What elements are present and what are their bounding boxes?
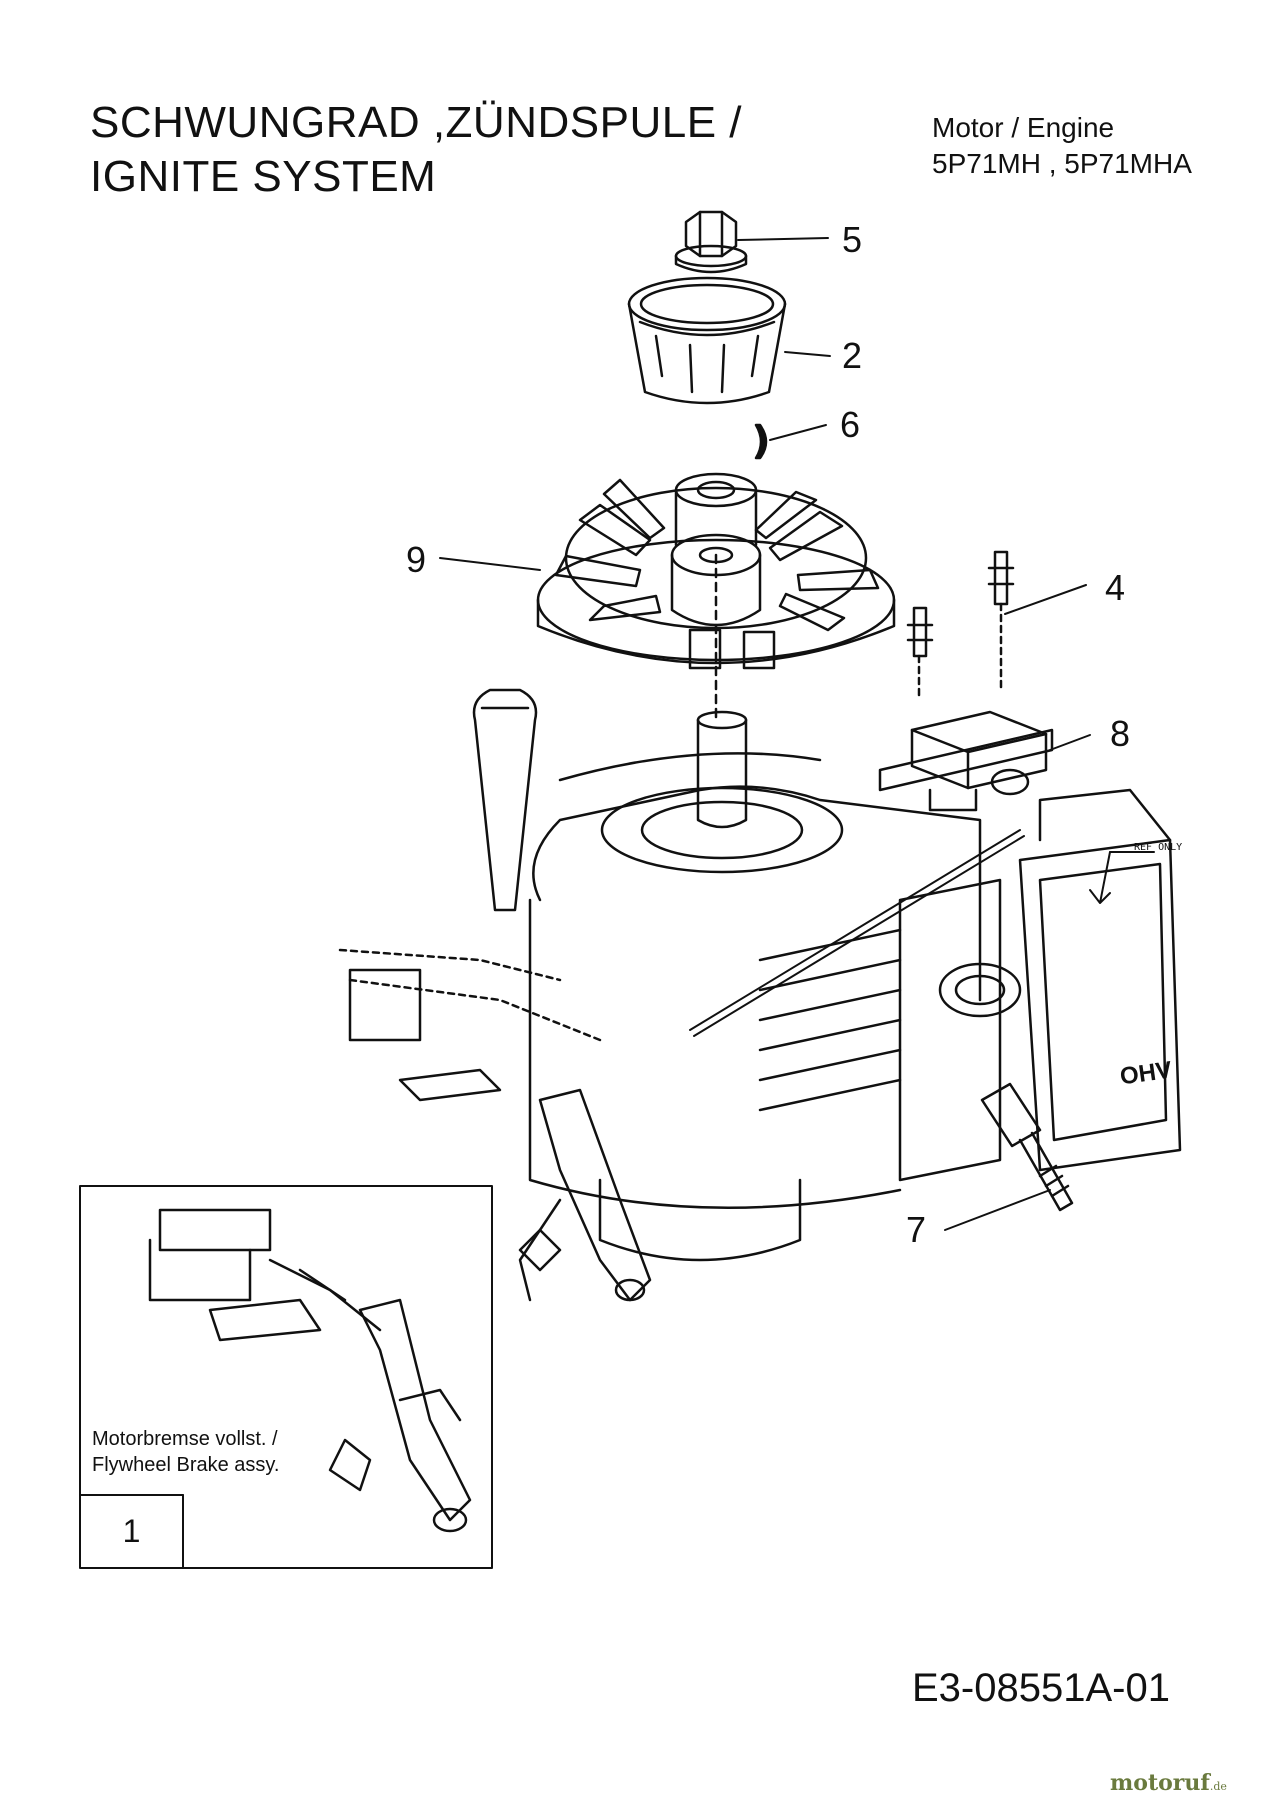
engine-block — [338, 553, 1182, 1302]
inset-brake-drawing — [148, 1208, 472, 1533]
inset-caption: Motorbremse vollst. / Flywheel Brake ass… — [92, 1426, 279, 1478]
callout-8: 8 — [1110, 713, 1131, 754]
drawing-code: E3-08551A-01 — [912, 1666, 1170, 1710]
callout-7: 7 — [906, 1209, 927, 1250]
watermark-name: motoruf — [1110, 1770, 1210, 1796]
inset-caption-line-2: Flywheel Brake assy. — [92, 1454, 280, 1476]
callout-9: 9 — [406, 539, 427, 580]
engine-model: Motor / Engine 5P71MH , 5P71MHA — [932, 110, 1192, 182]
ref-only-label: REF ONLY — [1134, 842, 1183, 853]
watermark-logo: motoruf.de — [1110, 1770, 1227, 1796]
callout-4: 4 — [1105, 567, 1126, 608]
part-5-flange-nut — [674, 210, 748, 274]
callout-2: 2 — [842, 335, 863, 376]
diagram-title: SCHWUNGRAD ,ZÜNDSPULE / IGNITE SYSTEM — [90, 96, 742, 204]
inset-part-number: 1 — [122, 1513, 141, 1549]
part-7-spark-plug — [980, 1082, 1074, 1212]
title-line-2: IGNITE SYSTEM — [90, 152, 437, 201]
engine-line-2: 5P71MH , 5P71MHA — [932, 148, 1192, 179]
callout-5: 5 — [842, 219, 863, 260]
part-2-starter-cup — [627, 276, 787, 405]
title-line-1: SCHWUNGRAD ,ZÜNDSPULE / — [90, 98, 742, 147]
part-4-studs — [906, 550, 1015, 702]
part-8-ignition-coil — [878, 710, 1054, 812]
part-6-key — [754, 423, 768, 460]
leader-lines — [439, 237, 1155, 1231]
inset-frame — [79, 1185, 493, 1569]
callout-6: 6 — [840, 404, 861, 445]
engine-line-1: Motor / Engine — [932, 112, 1115, 143]
inset-caption-line-1: Motorbremse vollst. / — [92, 1428, 278, 1450]
watermark-tld: .de — [1209, 1780, 1227, 1793]
